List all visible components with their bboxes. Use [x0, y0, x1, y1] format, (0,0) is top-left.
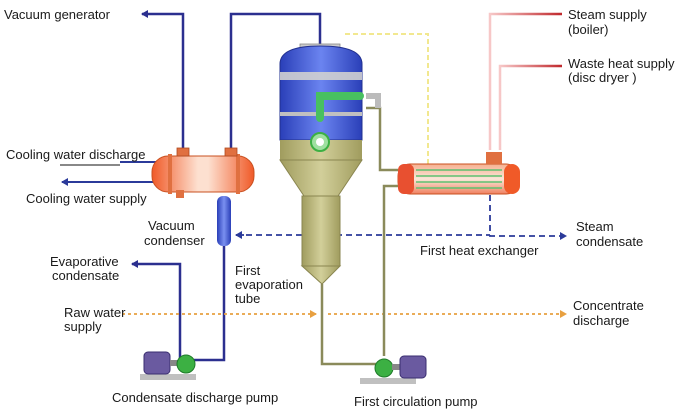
first-evaporation-tube-label-line1: First	[235, 263, 261, 278]
evaporative-condensate-line	[131, 260, 182, 358]
steam-condensate-return-line	[489, 195, 567, 240]
condensate-discharge-pump	[140, 351, 196, 380]
evaporator-vessel	[279, 43, 364, 285]
evaporative-condensate-label-line2: condensate	[52, 268, 119, 283]
first-circulation-pump-label: First circulation pump	[354, 394, 478, 409]
steam-condensate-label-line2: condensate	[576, 234, 643, 249]
steam-supply-label-line2: (boiler)	[568, 22, 608, 37]
steam-supply-label-line1: Steam supply	[568, 7, 647, 22]
first-circulation-pump	[360, 355, 427, 384]
vapor-dashed-line	[345, 33, 429, 165]
raw-water-supply-label-line1: Raw water	[64, 305, 126, 320]
pump-to-heat-exchanger-line	[382, 184, 398, 356]
vacuum-condenser	[151, 147, 255, 246]
waste-heat-supply-label-line2: (disc dryer )	[568, 70, 637, 85]
condensate-discharge-pump-label: Condensate discharge pump	[112, 390, 278, 405]
cooling-water-supply-label: Cooling water supply	[26, 191, 147, 206]
first-heat-exchanger-unit	[397, 152, 520, 195]
vacuum-generator-line	[141, 10, 185, 150]
vessel-to-pump-line	[320, 284, 376, 366]
steam-supply-line	[488, 12, 562, 150]
vacuum-generator-label: Vacuum generator	[4, 7, 111, 22]
vacuum-condenser-label-line1: Vacuum	[148, 218, 195, 233]
concentrate-discharge-label-line1: Concentrate	[573, 298, 644, 313]
first-evaporation-tube-label-line2: evaporation	[235, 277, 303, 292]
vacuum-condenser-label-line2: condenser	[144, 233, 205, 248]
evaporative-condensate-label-line1: Evaporative	[50, 254, 119, 269]
waste-heat-supply-line	[498, 64, 562, 150]
raw-water-supply-label-line2: supply	[64, 319, 102, 334]
vessel-outlet-pipe	[366, 93, 381, 108]
waste-heat-supply-label-line1: Waste heat supply	[568, 56, 675, 71]
vapor-line	[229, 12, 322, 152]
steam-condensate-label-line1: Steam	[576, 219, 614, 234]
first-heat-exchanger-label: First heat exchanger	[420, 243, 539, 258]
cooling-water-discharge-label: Cooling water discharge	[6, 147, 145, 162]
heat-exchanger-return-line	[366, 106, 398, 172]
concentrate-discharge-label-line2: discharge	[573, 313, 629, 328]
first-evaporation-tube-label-line3: tube	[235, 291, 260, 306]
condenser-to-pump-line	[194, 244, 226, 362]
